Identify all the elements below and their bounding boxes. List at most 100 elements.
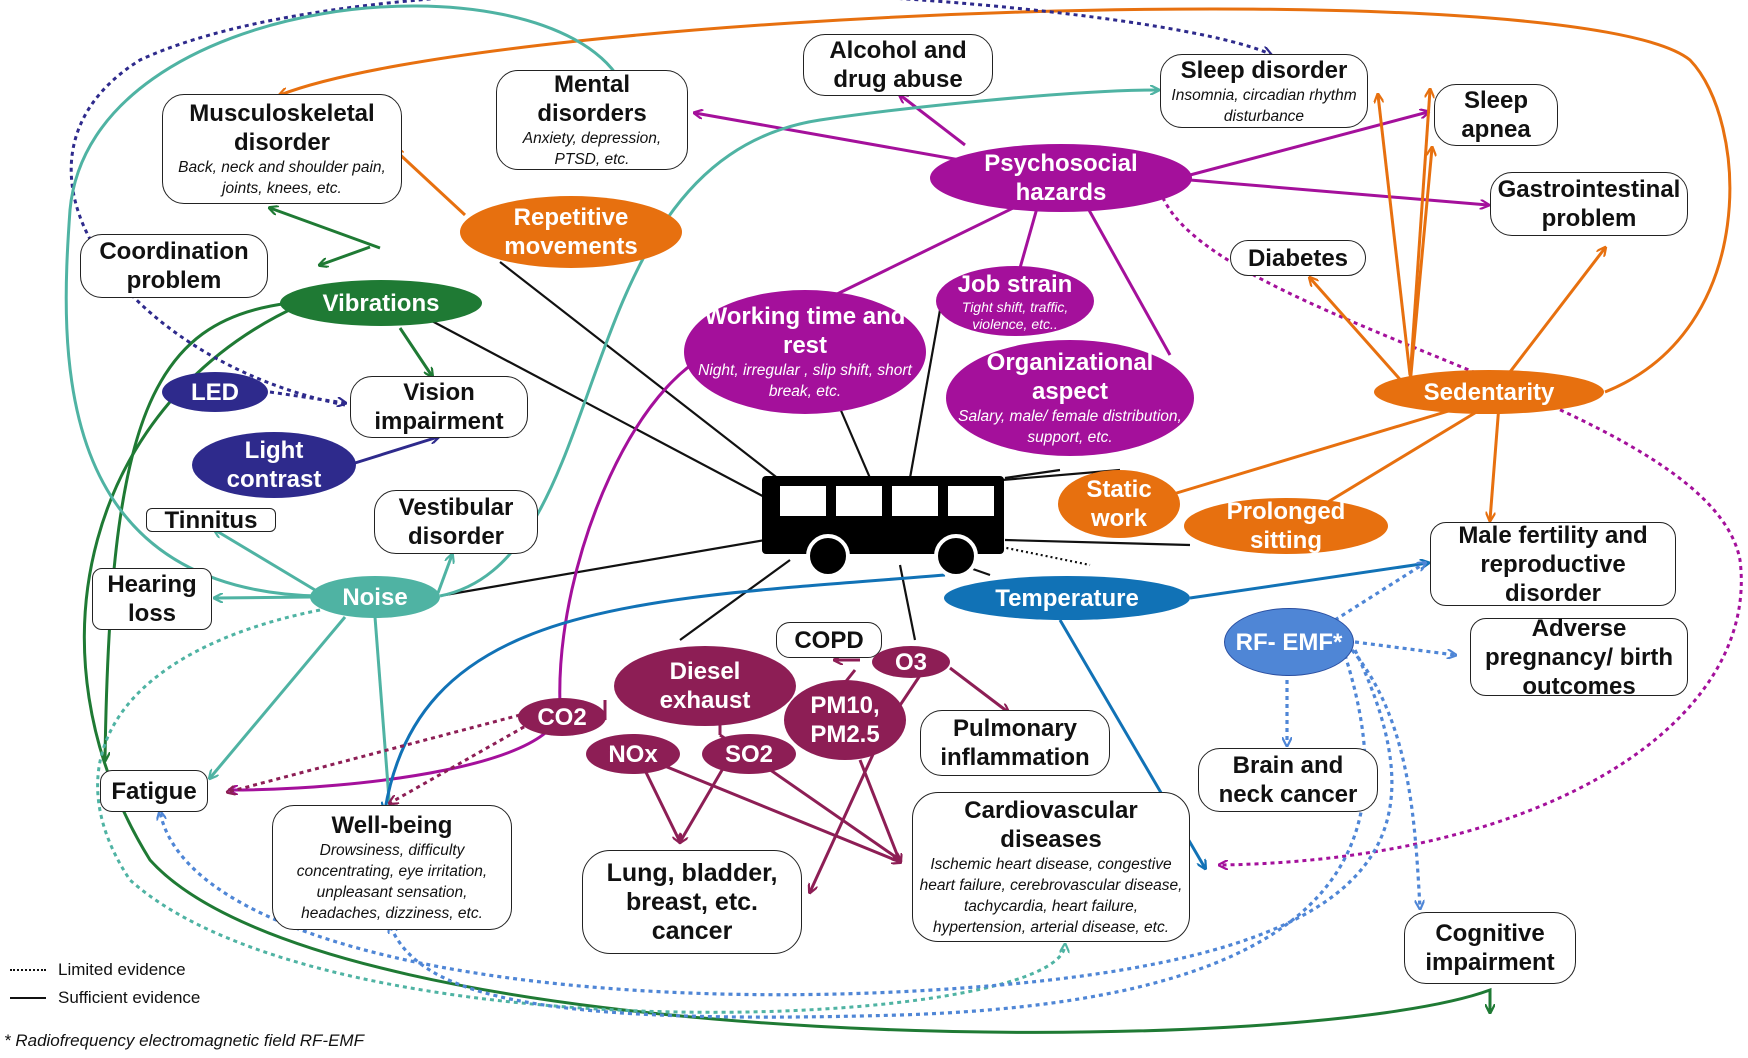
coordination-node: Coordination problem — [80, 234, 268, 298]
nox-title: NOx — [608, 740, 658, 768]
lung-node: Lung, bladder, breast, etc. cancer — [582, 850, 802, 954]
lung-title: Lung, bladder, breast, etc. cancer — [606, 858, 778, 945]
tinnitus-title: Tinnitus — [164, 506, 258, 534]
cognitive-title: Cognitive impairment — [1425, 920, 1555, 976]
gastro-title: Gastrointestinal problem — [1497, 176, 1681, 232]
co2-title: CO2 — [537, 703, 587, 731]
legend-limited-label: Limited evidence — [58, 960, 186, 979]
led-title: LED — [191, 378, 239, 406]
sedentarity-title: Sedentarity — [1423, 378, 1555, 406]
vestibular-node: Vestibular disorder — [374, 490, 538, 554]
static-work-factor: Static work — [1058, 470, 1180, 538]
pregnancy-node: Adverse pregnancy/ birth outcomes — [1470, 615, 1688, 700]
organizational-sub: Salary, male/ female distribution, suppo… — [958, 408, 1182, 446]
legend-sufficient-label: Sufficient evidence — [58, 988, 201, 1007]
rf-emf-factor: RF- EMF* — [1224, 608, 1354, 676]
working-time-factor: Working time and rest Night, irregular ,… — [684, 290, 926, 414]
hearing-node: Hearing loss — [92, 568, 212, 630]
alcohol-node: Alcohol and drug abuse — [803, 34, 993, 96]
vision-node: Vision impairment — [350, 376, 528, 438]
wellbeing-sub: Drowsiness, difficulty concentrating, ey… — [296, 842, 488, 922]
brain-title: Brain and neck cancer — [1218, 752, 1358, 808]
rf-emf-title: RF- EMF* — [1235, 628, 1343, 656]
pm-title: PM10, PM2.5 — [810, 692, 880, 748]
pulmonary-node: Pulmonary inflammation — [920, 710, 1110, 776]
pulmonary-title: Pulmonary inflammation — [940, 715, 1090, 771]
wellbeing-title: Well-being — [331, 812, 453, 839]
fatigue-title: Fatigue — [111, 777, 197, 805]
vision-title: Vision impairment — [374, 379, 504, 435]
cardio-node: Cardiovascular diseases Ischemic heart d… — [912, 792, 1190, 942]
job-strain-sub: Tight shift, traffic, violence, etc.. — [961, 298, 1069, 332]
temperature-factor: Temperature — [944, 576, 1190, 620]
sleep-disorder-sub: Insomnia, circadian rhythm disturbance — [1171, 86, 1357, 125]
footnote: * Radiofrequency electromagnetic field R… — [4, 1031, 364, 1050]
gastro-node: Gastrointestinal problem — [1490, 172, 1688, 236]
fatigue-node: Fatigue — [100, 770, 208, 812]
mental-title: Mental disorders — [537, 71, 647, 127]
brain-node: Brain and neck cancer — [1198, 748, 1378, 812]
solid-line-icon — [10, 997, 46, 999]
vestibular-title: Vestibular disorder — [398, 494, 514, 550]
alcohol-title: Alcohol and drug abuse — [829, 37, 967, 93]
cardio-title: Cardiovascular diseases — [964, 797, 1138, 853]
static-work-title: Static work — [1086, 476, 1152, 532]
repetitive-factor: Repetitive movements — [460, 196, 682, 268]
diesel-factor: Diesel exhaust — [614, 646, 796, 726]
cardio-sub: Ischemic heart disease, congestive heart… — [919, 856, 1183, 936]
diabetes-node: Diabetes — [1230, 240, 1366, 276]
sedentarity-factor: Sedentarity — [1374, 370, 1604, 414]
dotted-line-icon — [10, 969, 46, 971]
co2-factor: CO2 — [518, 698, 606, 736]
musculoskeletal-node: Musculoskeletal disorder Back, neck and … — [162, 94, 402, 204]
sleep-apnea-title: Sleep apnea — [1461, 87, 1531, 143]
psychosocial-title: Psychosocial hazards — [984, 150, 1138, 206]
copd-title: COPD — [794, 626, 864, 654]
temperature-title: Temperature — [995, 584, 1139, 612]
working-time-sub: Night, irregular , slip shift, short bre… — [698, 362, 912, 400]
psychosocial-factor: Psychosocial hazards — [930, 144, 1192, 212]
led-factor: LED — [162, 372, 268, 412]
vibrations-title: Vibrations — [322, 289, 440, 317]
so2-title: SO2 — [724, 740, 774, 768]
sleep-disorder-node: Sleep disorder Insomnia, circadian rhyth… — [1160, 54, 1368, 128]
pregnancy-title: Adverse pregnancy/ birth outcomes — [1484, 614, 1674, 700]
bus-icon — [762, 476, 1004, 578]
noise-factor: Noise — [310, 576, 440, 618]
job-strain-factor: Job strain Tight shift, traffic, violenc… — [936, 266, 1094, 336]
coordination-title: Coordination problem — [99, 238, 249, 294]
legend-sufficient: Sufficient evidence — [10, 988, 200, 1008]
so2-factor: SO2 — [702, 734, 796, 774]
job-strain-title: Job strain — [957, 270, 1073, 298]
copd-node: COPD — [776, 622, 882, 658]
male-fertility-node: Male fertility and reproductive disorder — [1430, 521, 1676, 607]
vibrations-factor: Vibrations — [280, 280, 482, 326]
male-fertility-title: Male fertility and reproductive disorder — [1458, 521, 1648, 607]
light-contrast-title: Light contrast — [226, 437, 322, 493]
sleep-apnea-node: Sleep apnea — [1434, 84, 1558, 146]
cognitive-node: Cognitive impairment — [1404, 912, 1576, 984]
sleep-disorder-title: Sleep disorder — [1180, 56, 1348, 84]
prolonged-sitting-title: Prolonged sitting — [1226, 498, 1346, 554]
light-contrast-factor: Light contrast — [192, 432, 356, 498]
legend-limited: Limited evidence — [10, 960, 186, 980]
tinnitus-node: Tinnitus — [146, 506, 276, 534]
diabetes-title: Diabetes — [1247, 244, 1349, 272]
working-time-title: Working time and rest — [704, 303, 906, 359]
wellbeing-node: Well-being Drowsiness, difficulty concen… — [272, 805, 512, 930]
musculoskeletal-sub: Back, neck and shoulder pain, joints, kn… — [178, 159, 386, 197]
mental-node: Mental disorders Anxiety, depression, PT… — [496, 70, 688, 170]
nox-factor: NOx — [586, 734, 680, 774]
organizational-title: Organizational aspect — [986, 349, 1154, 405]
o3-title: O3 — [894, 648, 927, 676]
pm-factor: PM10, PM2.5 — [784, 680, 906, 760]
musculoskeletal-title: Musculoskeletal disorder — [189, 100, 375, 156]
hearing-title: Hearing loss — [107, 571, 197, 627]
organizational-factor: Organizational aspect Salary, male/ fema… — [946, 340, 1194, 456]
prolonged-sitting-factor: Prolonged sitting — [1184, 498, 1388, 554]
mental-sub: Anxiety, depression, PTSD, etc. — [522, 130, 662, 168]
repetitive-title: Repetitive movements — [504, 204, 638, 260]
o3-factor: O3 — [872, 646, 950, 678]
